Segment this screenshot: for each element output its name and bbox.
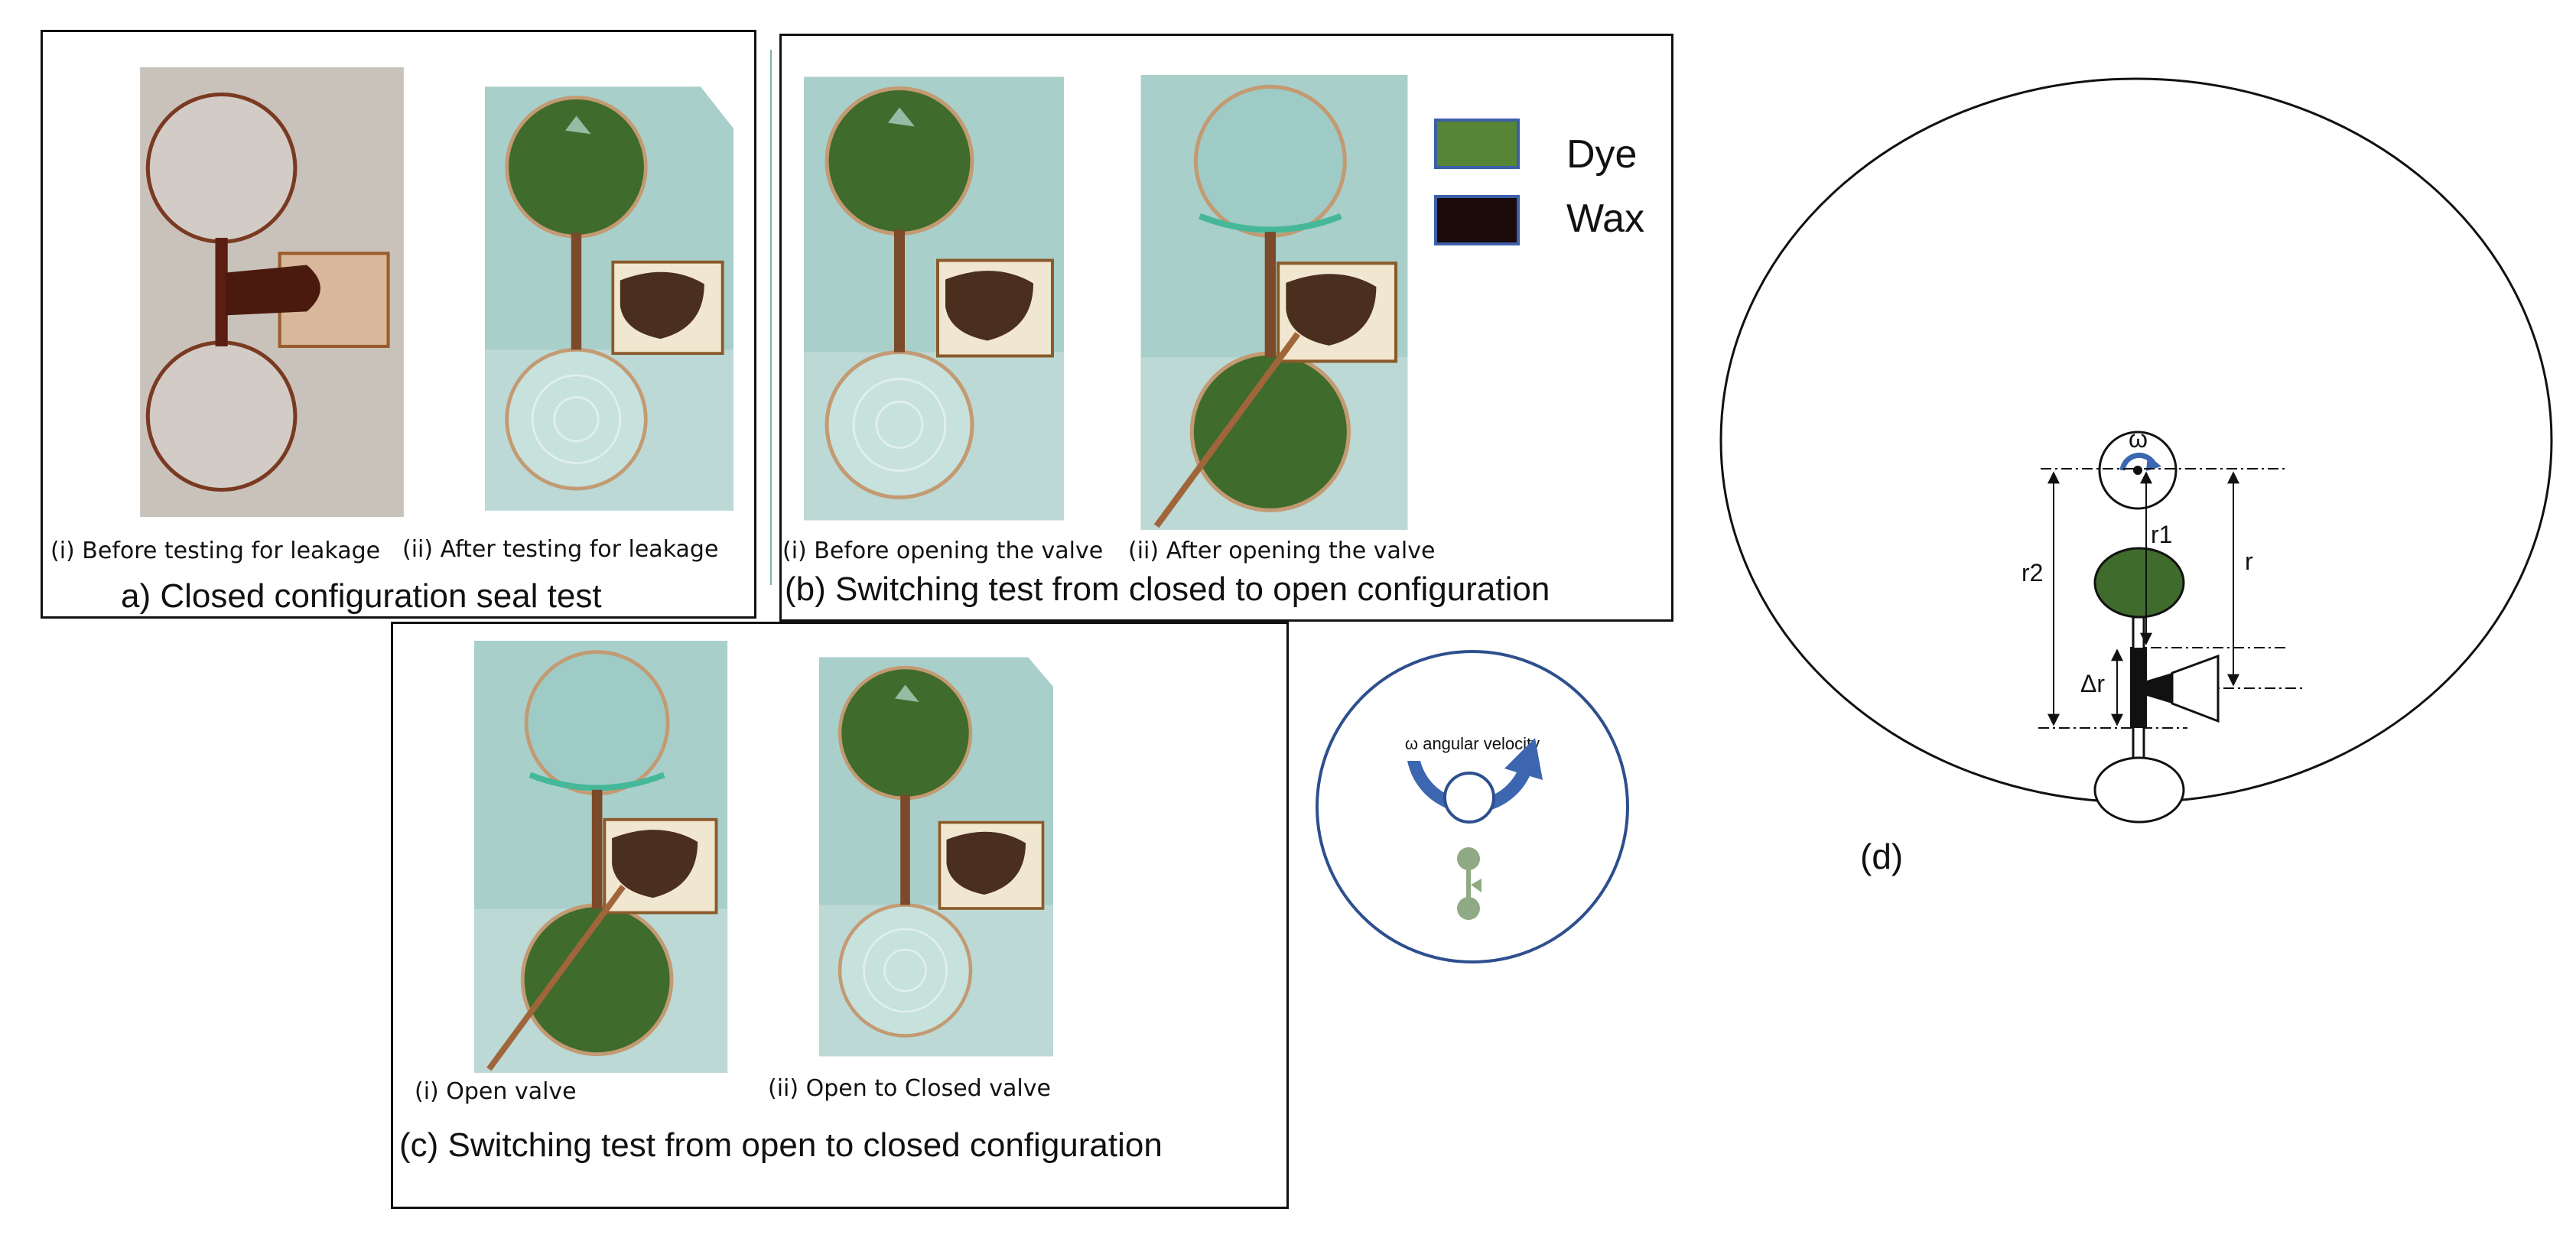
panel-d-schematic: ω r1 r2 r Δr [1719,77,2553,824]
inset-center-hole [1443,772,1495,824]
disc-inset: ω angular velocity [1316,650,1629,963]
panel-b-frame [779,34,1673,622]
panel-b-subcaption-i: (i) Before opening the valve [782,538,1104,564]
center-dot [2133,466,2142,475]
separator-line [770,50,772,585]
inset-rotation-arrow [1407,738,1543,814]
panel-b-photo-ii [1132,75,1416,530]
legend-dye-label: Dye [1566,132,1638,177]
panel-b-photo-i [804,75,1064,522]
dr-label: Δr [2080,670,2105,697]
inset-valve [1471,879,1482,892]
omega-label: ω [2129,425,2148,453]
panel-a-subcaption-ii: (ii) After testing for leakage [402,536,719,563]
dye-chamber [2093,547,2185,619]
wax-plug [2130,648,2147,728]
panel-a-photo-ii [485,75,733,522]
panel-a-subcaption-i: (i) Before testing for leakage [50,538,381,564]
panel-a-photo-i [140,67,404,517]
valve-outline [2171,654,2220,723]
inset-channel [1466,868,1471,906]
bottom-chamber [2093,756,2185,824]
legend-wax-label: Wax [1566,197,1645,241]
panel-c-photo-ii [819,641,1053,1073]
panel-b-subcaption-ii: (ii) After opening the valve [1128,538,1436,564]
inset-chamber-top [1457,847,1480,870]
panel-c-title: (c) Switching test from open to closed c… [399,1126,1163,1164]
legend-wax-swatch [1434,195,1520,245]
panel-a-frame [41,30,756,619]
r2-label: r2 [2021,559,2043,587]
r-label: r [2245,548,2253,575]
panel-c-subcaption-i: (i) Open valve [415,1078,577,1105]
panel-c-subcaption-ii: (ii) Open to Closed valve [768,1075,1051,1102]
r1-label: r1 [2151,521,2172,548]
valve-body [2147,673,2172,703]
panel-c-photo-i [469,641,733,1073]
panel-c-frame [391,622,1289,1209]
panel-d-label: (d) [1860,837,1904,876]
panel-a-title: a) Closed configuration seal test [121,577,602,615]
inset-chamber-bottom [1457,897,1480,920]
inset-angular-velocity-label: ω angular velocity [1405,734,1540,753]
panel-b-title: (b) Switching test from closed to open c… [785,570,1550,608]
legend-dye-swatch [1434,119,1520,169]
rotation-arrowhead [2146,455,2161,471]
